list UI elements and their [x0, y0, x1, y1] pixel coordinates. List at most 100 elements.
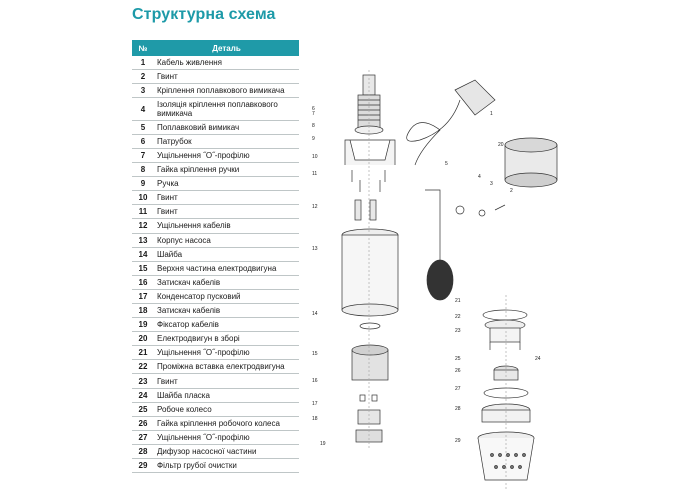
callout-23: 23	[455, 328, 461, 334]
part-number: 11	[138, 207, 148, 217]
part-name: Кабель живлення	[157, 58, 223, 68]
callout-1: 1	[490, 111, 493, 117]
table-row: 20 Електродвигун в зборі	[132, 332, 299, 347]
intermediate-insert	[484, 319, 526, 343]
table-row: 27 Ущільнення ˝О˝-профілю	[132, 431, 299, 445]
motor-assembly	[504, 137, 558, 188]
part-name: Проміжна вставка електродвигуна	[157, 362, 285, 372]
callout-26: 26	[455, 368, 461, 374]
callout-21: 21	[455, 298, 461, 304]
part-name: Шайба	[157, 249, 183, 259]
part-name: Конденсатор пусковий	[157, 291, 241, 301]
part-name: Електродвигун в зборі	[157, 334, 240, 344]
callout-28: 28	[455, 406, 461, 412]
table-row: 8 Гайка кріплення ручки	[132, 163, 299, 178]
part-number: 19	[138, 320, 148, 330]
table-row: 22 Проміжна вставка електродвигуна	[132, 360, 299, 375]
part-number: 22	[138, 362, 148, 372]
part-number: 20	[138, 334, 148, 344]
part-name: Гвинт	[157, 72, 178, 82]
part-name: Гвинт	[157, 376, 178, 386]
part-name: Ущільнення кабелів	[157, 221, 231, 231]
callout-6: 6	[312, 106, 315, 112]
part-number: 4	[140, 104, 146, 114]
page-title: Структурна схема	[132, 6, 276, 23]
table-row: 19 Фіксатор кабелів	[132, 318, 299, 333]
part-number: 21	[138, 348, 148, 358]
part-name: Затискач кабелів	[157, 277, 221, 287]
part-name: Фіксатор кабелів	[157, 320, 219, 330]
callout-25: 25	[455, 356, 461, 362]
cable-seals	[354, 199, 362, 221]
callout-16: 16	[312, 378, 318, 384]
washer	[359, 322, 381, 330]
table-row: 1 Кабель живлення	[132, 56, 299, 71]
part-name: Корпус насоса	[157, 235, 211, 245]
part-name: Гвинт	[157, 207, 178, 217]
part-number: 23	[138, 376, 148, 386]
callout-18: 18	[312, 416, 318, 422]
table-row: 29 Фільтр грубої очистки	[132, 459, 299, 474]
part-name: Фільтр грубої очистки	[157, 461, 237, 471]
header-part: Деталь	[212, 43, 241, 53]
part-number: 27	[138, 432, 148, 442]
part-name: Затискач кабелів	[157, 306, 221, 316]
part-number: 9	[140, 179, 146, 189]
power-cable	[406, 79, 496, 166]
part-name: Патрубок	[157, 136, 192, 146]
table-row: 17 Конденсатор пусковий	[132, 290, 299, 304]
callout-11: 11	[312, 171, 317, 177]
table-row: 18 Затискач кабелів	[132, 304, 299, 319]
part-name: Шайба пласка	[157, 390, 210, 400]
table-header: № Деталь	[132, 40, 299, 56]
part-name: Ущільнення ˝О˝-профілю	[157, 432, 250, 442]
part-name: Ручка	[157, 179, 179, 189]
capacitor	[357, 409, 381, 425]
part-number: 25	[138, 404, 148, 414]
exploded-diagram: 6 7 8 9 10 11 12 13 14 15 16 17 18 19 1 …	[312, 70, 558, 490]
callout-5: 5	[445, 161, 448, 167]
callout-4: 4	[478, 174, 481, 180]
part-name: Верхня частина електродвигуна	[157, 263, 277, 273]
part-name: Ізоляція кріплення поплавкового вимикача	[157, 100, 278, 119]
part-name: Гайка кріплення ручки	[157, 165, 240, 175]
part-number: 10	[138, 193, 148, 203]
callout-2: 2	[510, 188, 513, 194]
motor-top	[351, 344, 389, 381]
header-number: №	[138, 43, 148, 53]
callout-14: 14	[312, 311, 318, 317]
part-number: 28	[138, 446, 148, 456]
part-number: 26	[138, 418, 148, 428]
part-number: 7	[140, 151, 146, 161]
callout-10: 10	[312, 154, 318, 160]
outlet-pipe	[357, 74, 381, 131]
table-row: 12 Ущільнення кабелів	[132, 219, 299, 234]
callout-8: 8	[312, 123, 315, 129]
part-name: Ущільнення ˝О˝-профілю	[157, 151, 250, 161]
part-number: 12	[138, 221, 148, 231]
callout-19: 19	[320, 441, 326, 447]
callout-15: 15	[312, 351, 318, 357]
part-number: 1	[140, 58, 146, 68]
part-name: Гайка кріплення робочого колеса	[157, 418, 280, 428]
table-row: 23 Гвинт	[132, 374, 299, 389]
part-number: 17	[138, 291, 148, 301]
callout-9: 9	[312, 136, 315, 142]
callout-24: 24	[535, 356, 541, 362]
callout-20: 20	[498, 142, 504, 148]
table-row: 9 Ручка	[132, 177, 299, 192]
part-number: 8	[140, 165, 146, 175]
part-name: Дифузор насосної частини	[157, 446, 257, 456]
part-number: 29	[138, 461, 148, 471]
part-number: 18	[138, 306, 148, 316]
